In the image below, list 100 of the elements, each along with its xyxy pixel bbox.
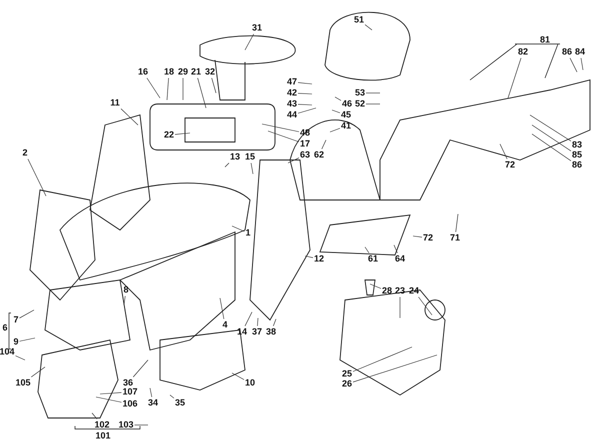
callout-number: 42 <box>287 88 297 98</box>
callout-number: 16 <box>138 68 148 76</box>
leader-line <box>124 296 126 306</box>
callout-number: 61 <box>368 254 378 264</box>
leader-line <box>500 144 508 160</box>
leader-line <box>394 244 398 254</box>
callout-number: 45 <box>341 110 351 120</box>
leader-line <box>455 214 458 232</box>
leader-line <box>364 246 370 254</box>
leader-line <box>15 355 26 360</box>
leader-line <box>298 104 312 106</box>
callout-number: 101 <box>95 432 111 440</box>
callout-number: 6 <box>2 324 8 332</box>
callout-number: 22 <box>164 130 174 140</box>
callout-number: 64 <box>395 254 405 264</box>
callout-number: 103 <box>118 420 134 430</box>
callout-number: 51 <box>354 16 364 24</box>
leader-line <box>532 134 572 162</box>
leader-line <box>211 78 216 94</box>
callout-number: 72 <box>423 234 433 242</box>
leader-line <box>232 372 244 380</box>
leader-line <box>352 346 412 372</box>
leader-line <box>100 392 122 394</box>
callout-number: 105 <box>15 378 31 388</box>
leader-line <box>96 396 122 403</box>
callout-number: 26 <box>342 380 352 388</box>
callout-number: 10 <box>245 378 255 388</box>
callout-number: 29 <box>178 68 188 76</box>
leader-line <box>244 34 254 50</box>
leader-line <box>224 162 230 168</box>
callout-number: 18 <box>164 68 174 76</box>
leader-line <box>220 298 224 320</box>
callout-number: 84 <box>575 48 585 56</box>
leader-line <box>530 114 572 142</box>
leader-line <box>262 124 300 132</box>
leader-line <box>273 318 276 326</box>
leader-line <box>298 108 316 114</box>
callout-number: 38 <box>266 328 276 336</box>
callout-number: 11 <box>110 98 120 108</box>
leader-line <box>418 296 432 316</box>
callout-number: 53 <box>355 88 365 98</box>
leader-line <box>244 312 252 326</box>
leader-line <box>250 162 254 174</box>
leader-line <box>132 360 148 378</box>
callout-number: 37 <box>252 328 262 336</box>
leader-line <box>508 58 522 98</box>
leader-line <box>322 140 326 150</box>
callout-number: 28 <box>382 286 392 296</box>
callout-number: 36 <box>123 378 133 388</box>
callout-number: 83 <box>572 140 582 150</box>
leader-line <box>146 78 160 98</box>
callout-number: 17 <box>300 140 310 148</box>
callout-number: 85 <box>572 150 582 160</box>
leader-line <box>30 366 46 378</box>
callout-number: 1 <box>246 228 250 238</box>
callout-number: 82 <box>518 48 528 56</box>
callout-number: 86 <box>572 160 582 170</box>
leader-line <box>570 58 578 72</box>
leader-line <box>288 158 300 164</box>
leader-line <box>232 226 245 232</box>
callout-number: 9 <box>14 338 18 346</box>
callout-number: 44 <box>287 110 297 120</box>
leader-line <box>174 132 190 135</box>
callout-number: 8 <box>124 286 128 294</box>
callout-number: 21 <box>191 68 201 76</box>
leader-line <box>366 92 380 94</box>
callout-number: 32 <box>205 68 215 76</box>
callout-number: 15 <box>245 152 255 162</box>
leader-line <box>28 158 46 196</box>
leader-line <box>257 318 258 326</box>
callout-number: 35 <box>175 398 185 408</box>
callout-number: 2 <box>22 148 28 158</box>
callout-number: 34 <box>148 398 158 408</box>
leader-line <box>352 354 438 382</box>
callout-number: 107 <box>122 388 138 396</box>
callout-number: 71 <box>450 234 460 242</box>
leader-line <box>304 256 314 258</box>
callout-number: 46 <box>342 100 352 108</box>
leader-line <box>268 130 300 142</box>
leader-line <box>332 110 340 114</box>
leader-line <box>19 310 34 318</box>
leader-line <box>166 78 169 100</box>
leader-line <box>370 284 382 289</box>
callout-number: 4 <box>222 320 228 330</box>
leader-line <box>92 412 98 420</box>
leader-line <box>298 93 312 94</box>
callout-number: 63 <box>300 150 310 160</box>
leader-line <box>120 108 138 126</box>
callout-number: 43 <box>287 100 297 108</box>
leader-line <box>19 338 36 342</box>
callout-number: 25 <box>342 370 352 378</box>
leader-line <box>182 78 184 100</box>
callout-number: 81 <box>540 36 550 44</box>
leader-line <box>330 128 340 132</box>
callout-number: 7 <box>14 316 18 324</box>
leader-line <box>298 82 312 84</box>
callout-number: 13 <box>230 152 240 162</box>
callout-number: 12 <box>314 254 324 264</box>
callout-number: 31 <box>252 24 262 32</box>
leader-line <box>197 78 206 108</box>
